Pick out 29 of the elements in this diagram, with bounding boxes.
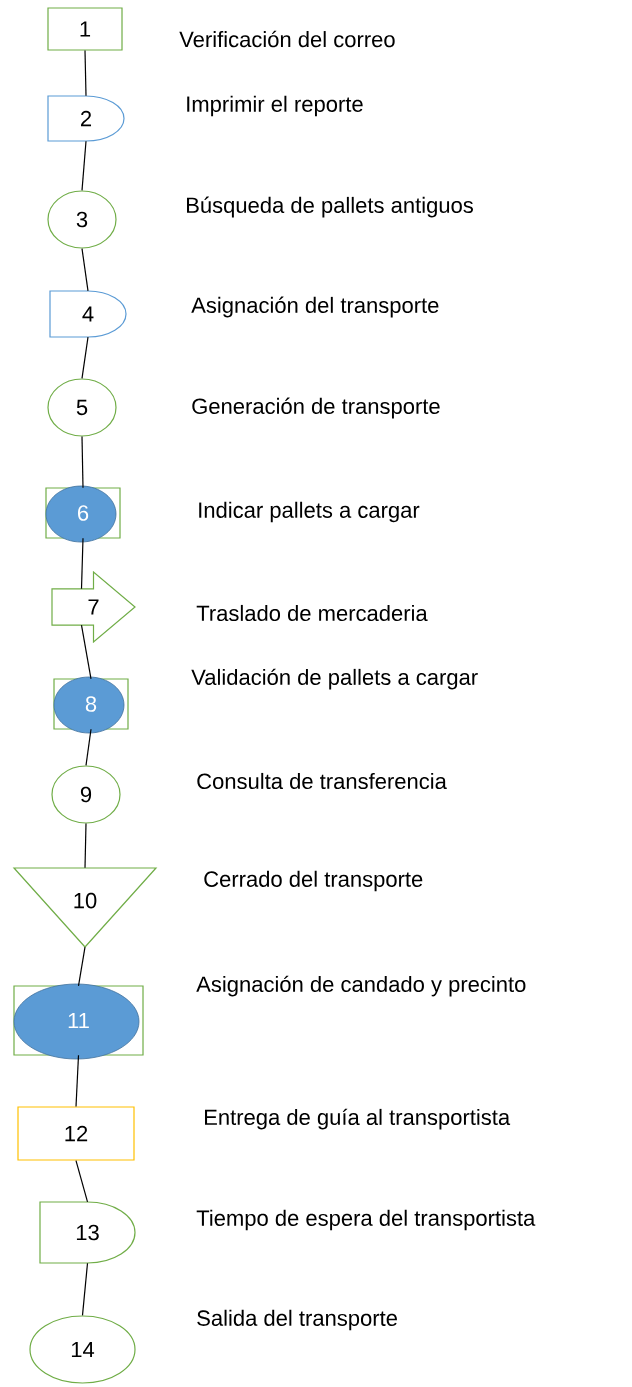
operation-box: 1 bbox=[47, 7, 123, 51]
connector-line bbox=[80, 624, 92, 680]
operation-box: 12 bbox=[17, 1106, 135, 1161]
step-description: Asignación de candado y precinto bbox=[196, 975, 526, 997]
step-description: Verificación del correo bbox=[179, 30, 395, 48]
connector-line bbox=[80, 537, 84, 590]
step-description: Cerrado del transporte bbox=[204, 870, 423, 892]
step-description: Imprimir el reporte bbox=[187, 95, 363, 117]
connector-line bbox=[84, 823, 87, 869]
step-description: Consulta de transferencia bbox=[197, 772, 447, 790]
connector-line bbox=[77, 946, 86, 987]
step-description: Validación de pallets a cargar bbox=[191, 668, 478, 690]
step-description: Traslado de mercaderia bbox=[196, 604, 428, 622]
step-description: Salida del transporte bbox=[197, 1309, 397, 1331]
connector-line bbox=[81, 1262, 89, 1316]
connector-line bbox=[75, 1160, 89, 1203]
connector-line bbox=[81, 436, 84, 489]
step-description: Tiempo de espera del transportista bbox=[196, 1209, 536, 1231]
connector-line bbox=[84, 50, 87, 97]
connector-line bbox=[85, 728, 92, 766]
step-description: Indicar pallets a cargar bbox=[199, 501, 420, 523]
connector-line bbox=[81, 140, 87, 191]
step-description: Búsqueda de pallets antiguos bbox=[187, 196, 473, 218]
step-description: Generación de transporte bbox=[192, 397, 440, 419]
connector-line bbox=[81, 248, 89, 292]
step-description: Entrega de guía al transportista bbox=[205, 1108, 511, 1130]
connector-line bbox=[81, 336, 89, 379]
connector-line bbox=[75, 1054, 80, 1107]
step-description: Asignación del transporte bbox=[191, 296, 439, 318]
